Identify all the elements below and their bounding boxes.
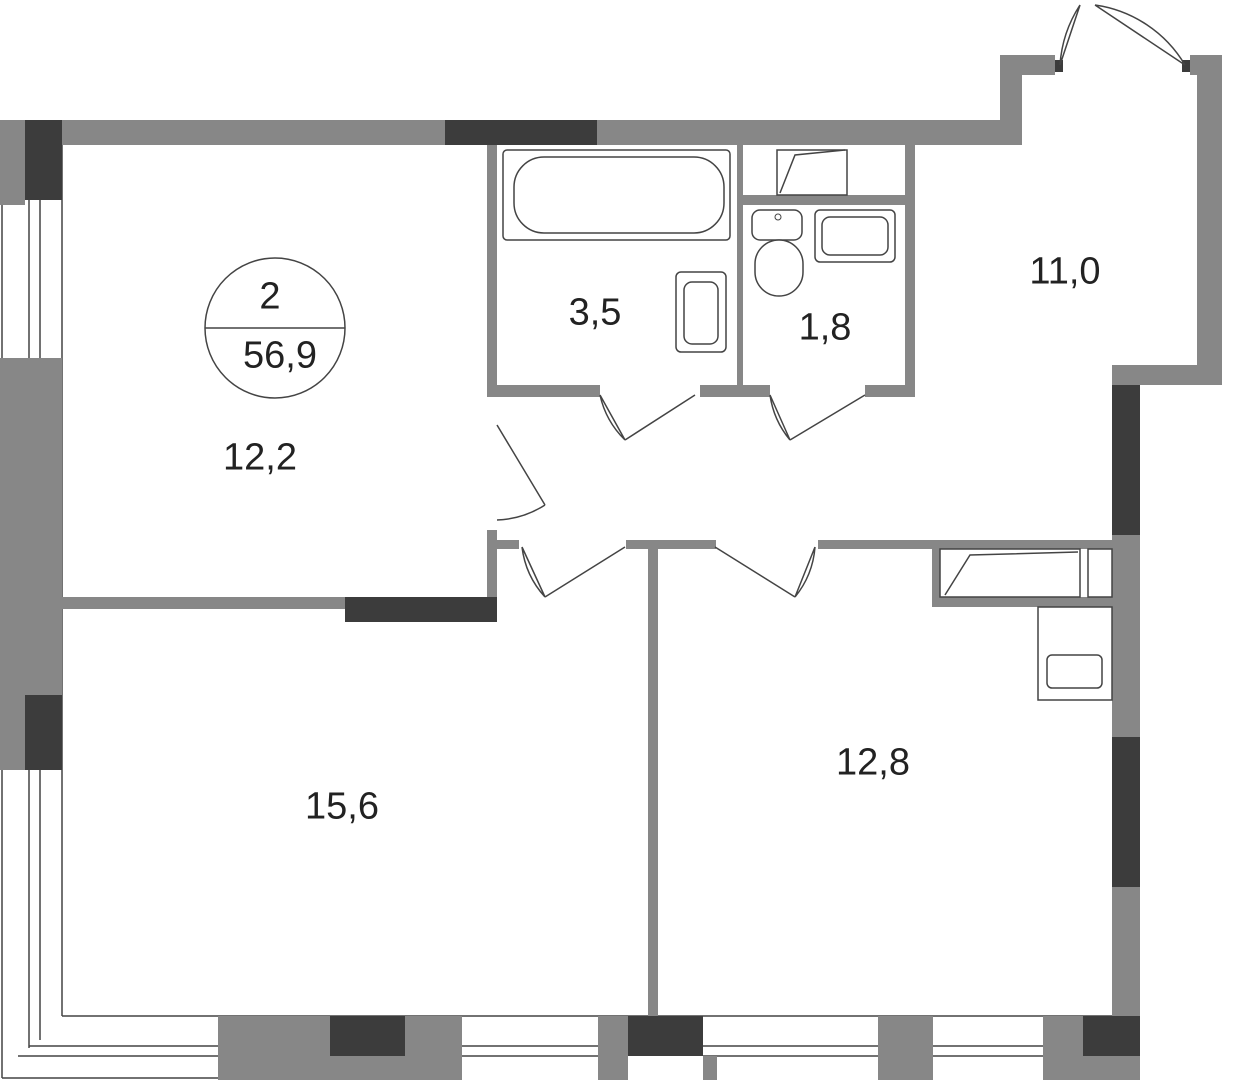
total-area: 56,9 — [243, 334, 317, 377]
room-area-bedroom: 12,2 — [223, 436, 297, 479]
apartment-badge — [204, 257, 346, 399]
room-area-wc: 1,8 — [798, 306, 852, 349]
toilet-icon — [754, 239, 804, 297]
room-area-hall: 11,0 — [1029, 250, 1101, 293]
room-area-kitchen: 12,8 — [836, 741, 910, 784]
room-area-bathroom: 3,5 — [568, 291, 622, 334]
bearing-walls — [25, 60, 1190, 1056]
room-area-living: 15,6 — [305, 785, 379, 828]
doors — [496, 4, 1186, 598]
window-lines — [1, 145, 1112, 1079]
fixtures — [502, 149, 1113, 701]
rooms-count: 2 — [259, 275, 281, 318]
